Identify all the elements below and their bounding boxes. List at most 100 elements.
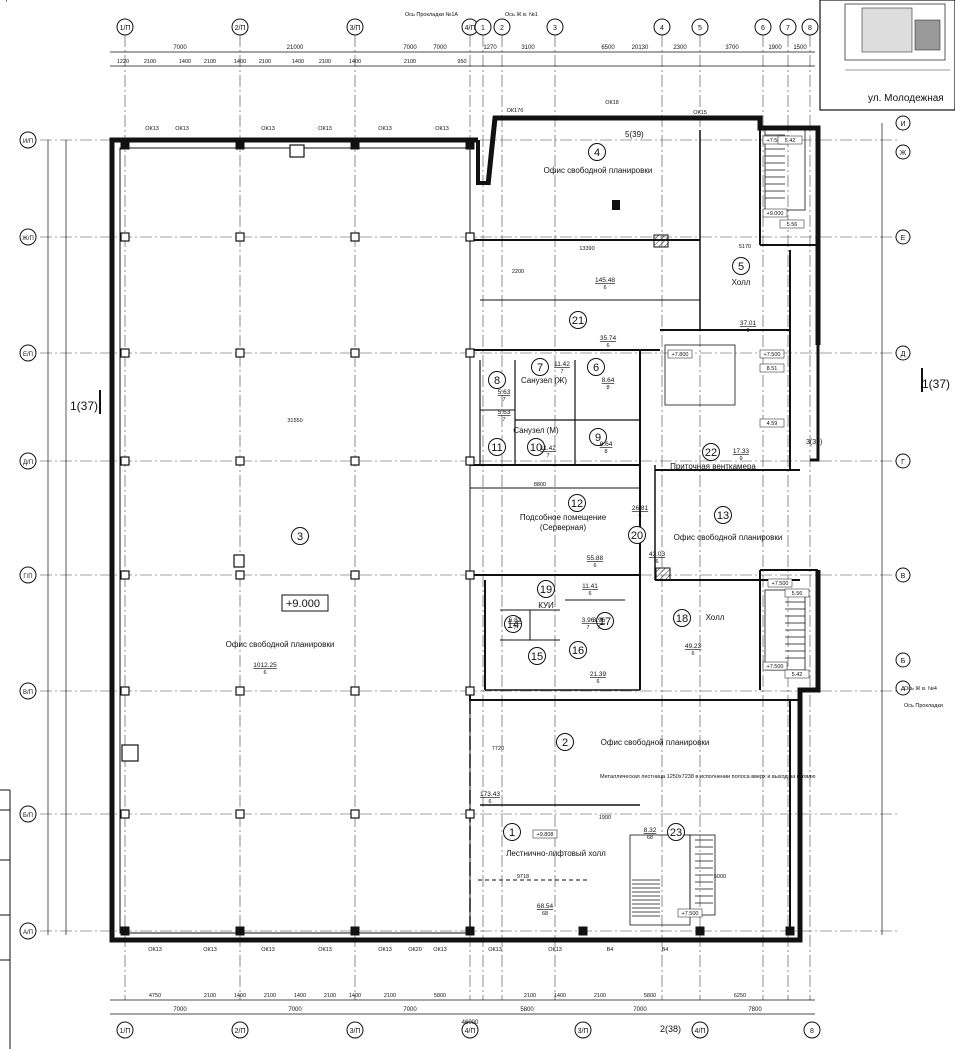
room-number-circle — [537, 580, 555, 598]
room-area: 37.01 — [740, 320, 757, 327]
room-number-circle — [504, 615, 522, 633]
wall-mark: ОК13 — [318, 947, 332, 953]
room-area: 8.32 — [644, 827, 657, 834]
axis-label-bottom: 4/П — [695, 1028, 706, 1035]
dim-top-2: 1220 — [117, 59, 129, 65]
column — [465, 348, 475, 358]
section-mark-3: 3(39) — [806, 439, 822, 446]
axis-bubble-bottom — [231, 1021, 249, 1039]
column — [120, 456, 130, 466]
axis-label-left: Ж/П — [22, 236, 34, 242]
room-number-circle — [527, 438, 545, 456]
wall-features — [121, 144, 671, 762]
dim-bottom: 2100 — [204, 993, 216, 999]
room-category: 7 — [546, 453, 549, 459]
room-number: 10 — [530, 442, 542, 454]
room-category: 8 — [604, 449, 607, 455]
column — [350, 456, 360, 466]
room-number: 13 — [717, 510, 729, 522]
room-number-circle — [568, 494, 586, 512]
dim-bottom-2: 7000 — [633, 1007, 647, 1013]
room-category: 68 — [542, 911, 548, 917]
dim-bottom: 1400 — [554, 993, 566, 999]
room-area: 55.88 — [587, 555, 604, 562]
wall-mark: ОК13 — [145, 126, 159, 132]
axis-ref-1: Ось Прокладки №1А — [405, 12, 458, 18]
dim-bottom-2: 7800 — [748, 1007, 762, 1013]
room-category: 6 — [263, 670, 266, 676]
axis-label-bottom: 2/П — [235, 1028, 246, 1035]
room-area: 43.03 — [649, 551, 666, 558]
level-tag-text: +7.800 — [672, 352, 689, 358]
room-area: 5.63 — [498, 389, 511, 396]
room-number: 1 — [509, 827, 515, 839]
column — [465, 809, 475, 819]
room-number-circle — [667, 823, 685, 841]
dim-top: 20130 — [632, 45, 649, 51]
column — [235, 809, 245, 819]
room-name: Холл — [732, 278, 751, 287]
axis-label-right: Д — [901, 351, 906, 358]
room-number: 17 — [599, 616, 611, 628]
axis-bubble-top — [116, 18, 134, 36]
dim-top: 1900 — [768, 45, 782, 51]
axis-bubble-right — [895, 453, 911, 469]
interior-dim: 31550 — [287, 418, 302, 424]
wall-mark: В4 — [607, 947, 614, 953]
room-area: 49.23 — [685, 643, 702, 650]
dim-top: 7000 — [403, 45, 417, 51]
room-number: 12 — [571, 498, 583, 510]
column — [465, 926, 475, 936]
room-number-circle — [488, 438, 506, 456]
wall-mark: В4 — [662, 947, 669, 953]
axis-bubble-bottom — [691, 1021, 709, 1039]
axis-bubble-top — [691, 18, 709, 36]
level-tag-text: 5.56 — [787, 222, 798, 228]
column — [350, 809, 360, 819]
level-tag-text: 8.51 — [767, 366, 778, 372]
wall-mark: ОК13 — [318, 126, 332, 132]
room-number-circle — [531, 358, 549, 376]
room-number: 15 — [531, 651, 543, 663]
title-frame — [0, 789, 11, 1049]
axis-label-top: 5 — [698, 25, 702, 32]
axis-label-bottom: 8 — [810, 1028, 814, 1035]
dim-bottom: 1400 — [234, 993, 246, 999]
dim-bottom: 6250 — [734, 993, 746, 999]
room-name: Приточная венткамера — [670, 462, 756, 471]
column — [350, 570, 360, 580]
axis-label-top: 2 — [500, 25, 504, 32]
axis-bubble-top — [231, 18, 249, 36]
column — [465, 140, 475, 150]
room-category: 9 — [739, 456, 742, 462]
column — [120, 140, 130, 150]
level-tag — [759, 418, 785, 428]
axis-bubble-bottom — [574, 1021, 592, 1039]
room-area: 6.82 — [509, 617, 522, 624]
wall-mark: ОК13 — [378, 126, 392, 132]
axis-label-right: А — [901, 686, 906, 693]
stair-note: Металлическая лестница 1250х7238 в испол… — [600, 774, 815, 780]
axis-bubble-left — [19, 566, 37, 584]
dim-top-2: 2100 — [404, 59, 416, 65]
axis-label-top: 1 — [481, 25, 485, 32]
room-number: 4 — [594, 147, 600, 159]
level-tag-text: +7.500 — [767, 138, 784, 144]
axis-bubble-left — [19, 682, 37, 700]
room-number-circle — [588, 143, 606, 161]
room-number: 23 — [670, 827, 682, 839]
axis-bubble-right — [895, 115, 911, 131]
dim-top: 3100 — [521, 45, 535, 51]
wall-mark: ОК13 — [378, 947, 392, 953]
room-area: 35.74 — [600, 335, 617, 342]
wall-mark: ОК13 — [203, 947, 217, 953]
column — [785, 926, 795, 936]
level-tag-text: 5.42 — [792, 672, 803, 678]
room-category: 7 — [513, 625, 516, 631]
level-tag-text: +7.500 — [682, 911, 699, 917]
stairs — [629, 129, 806, 926]
axis-bubble-left — [19, 922, 37, 940]
level-tag — [762, 208, 788, 218]
